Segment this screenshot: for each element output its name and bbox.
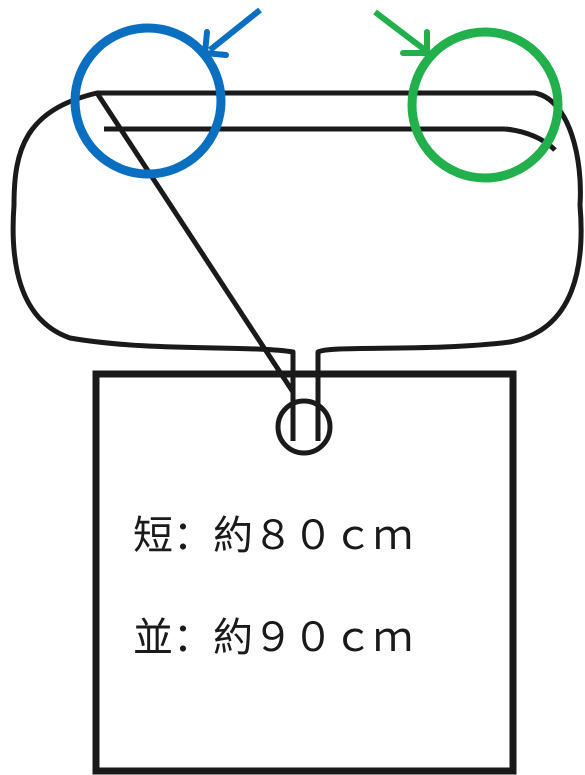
- green-circle-marker-icon: [407, 27, 563, 183]
- tag-box: [92, 370, 517, 775]
- tag-hole: [275, 398, 333, 456]
- blue-arrow-icon: [202, 7, 262, 58]
- pillow-inner-line-end: [504, 126, 557, 152]
- regular-length-label: 並：約９０ｃｍ: [133, 615, 413, 661]
- green-arrow-icon: [373, 9, 430, 56]
- short-length-label: 短：約８０ｃｍ: [133, 513, 413, 559]
- blue-circle-marker-icon: [70, 23, 226, 179]
- pillow-outline: [10, 90, 584, 395]
